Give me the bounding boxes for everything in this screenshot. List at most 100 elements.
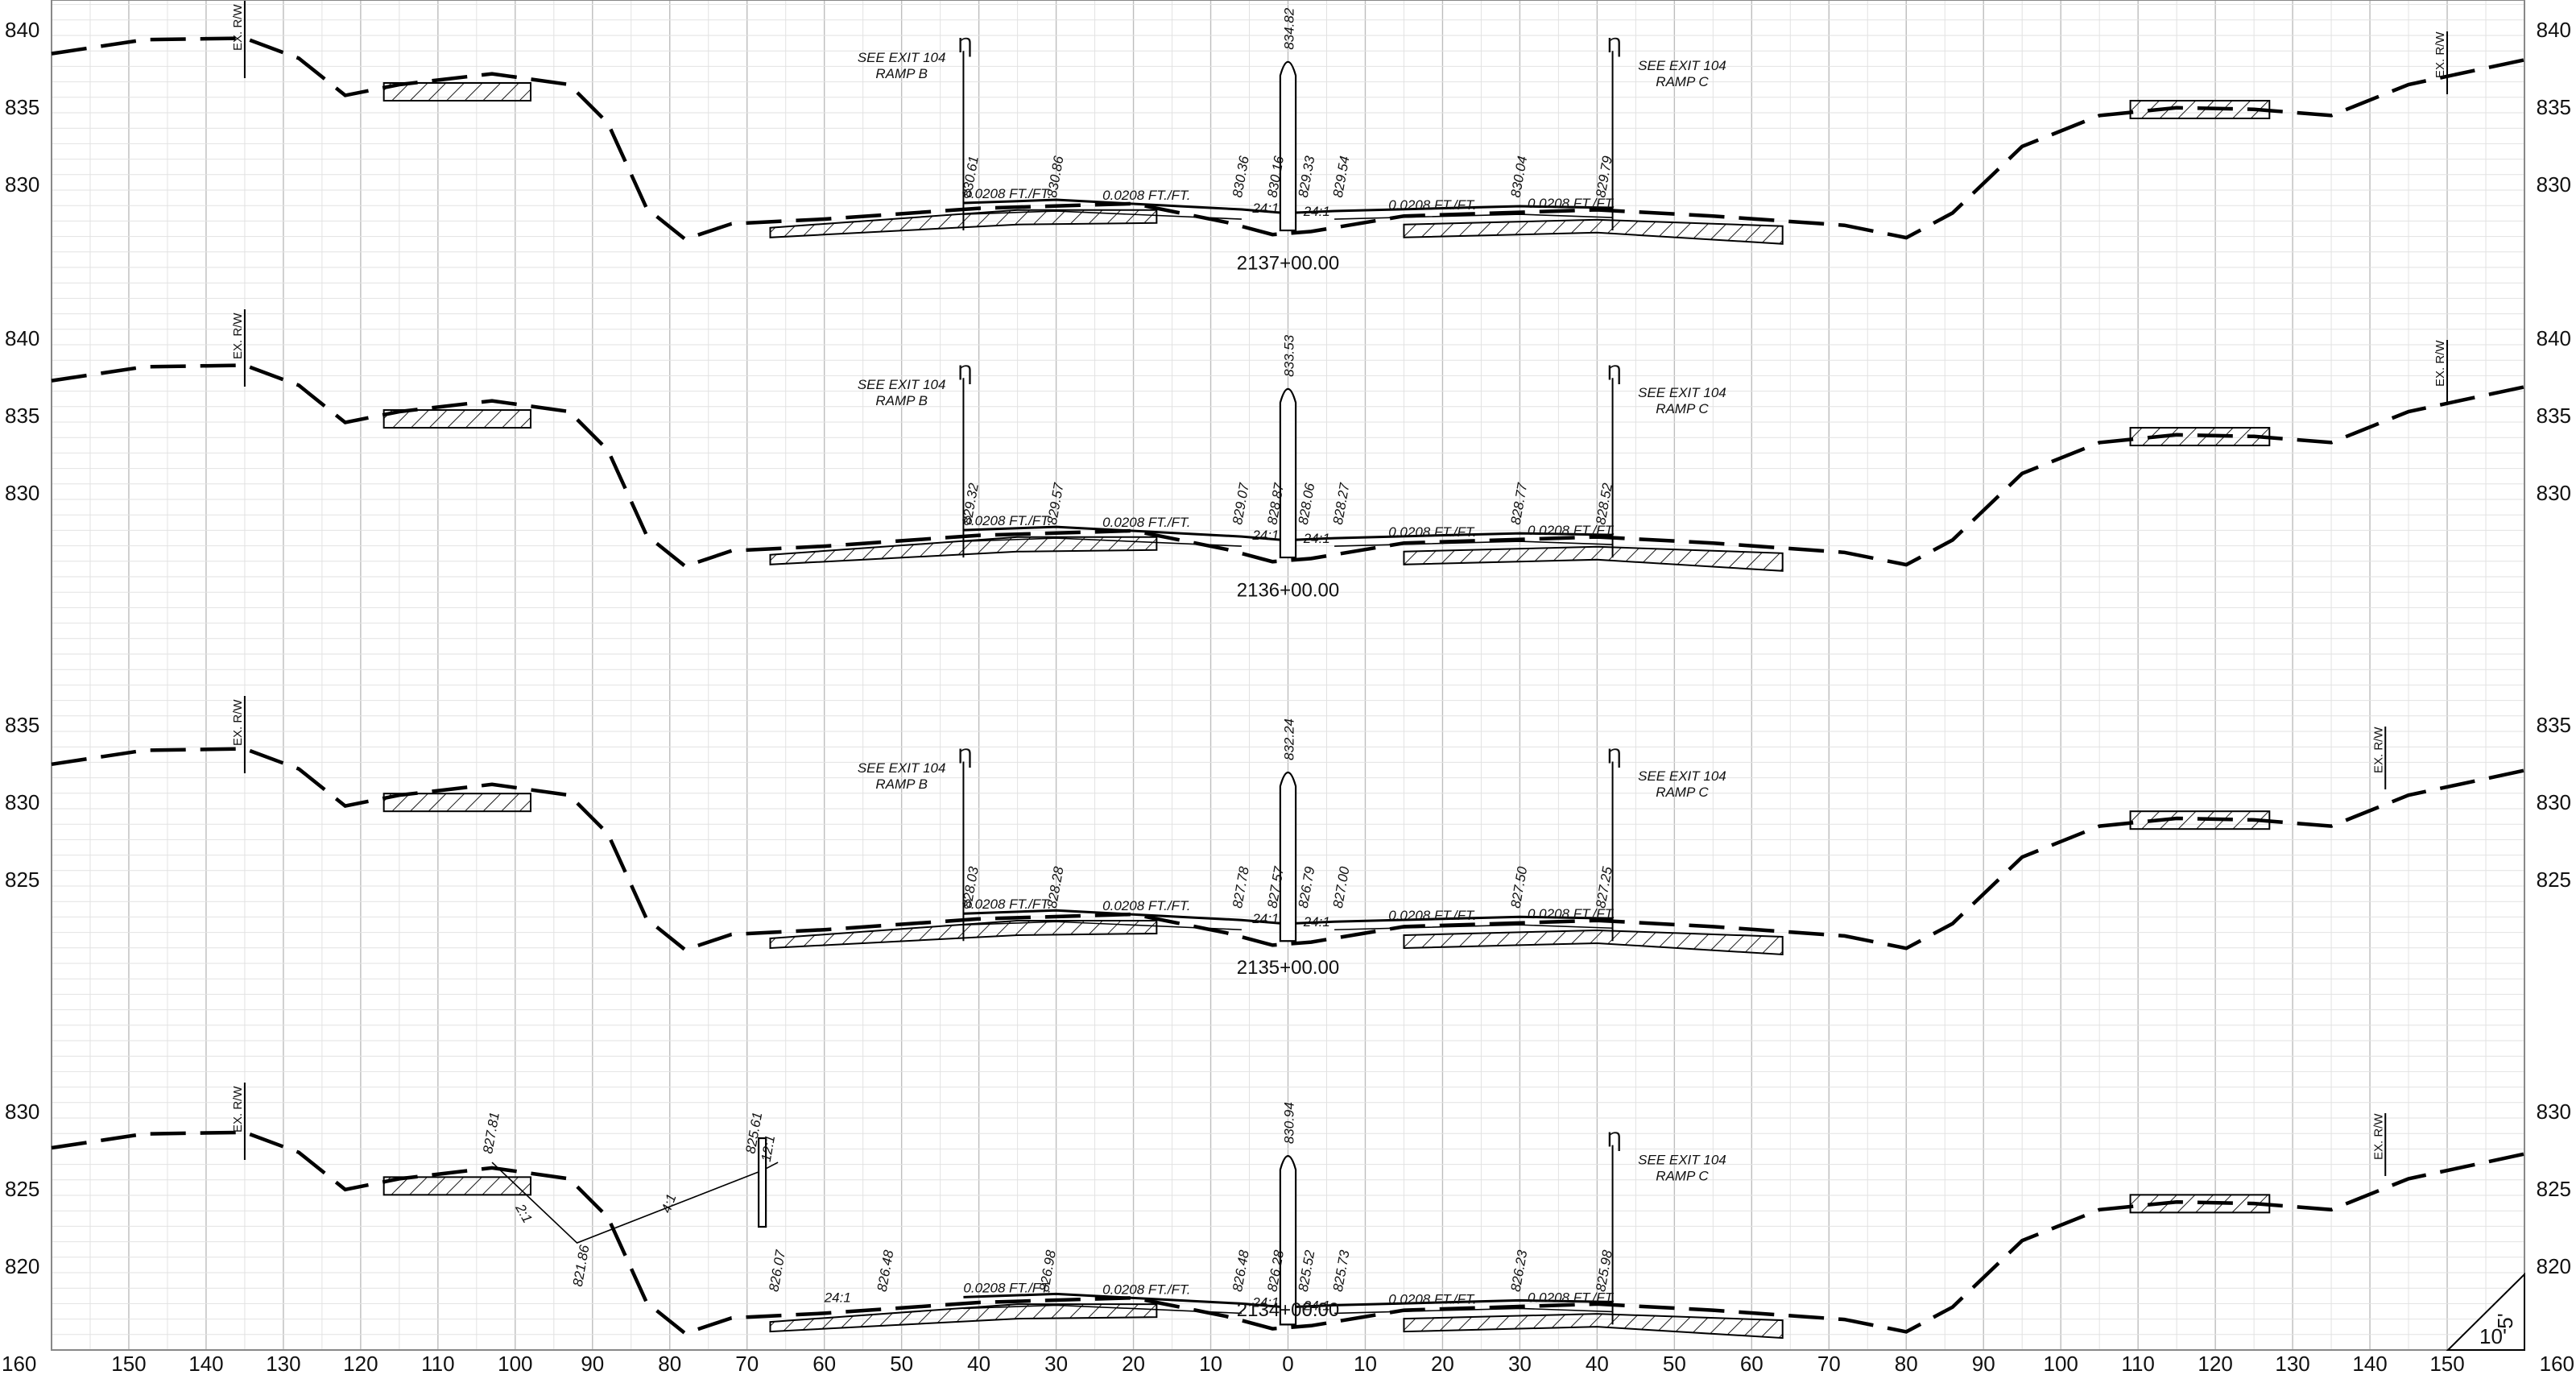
subgrade-right — [1334, 924, 1613, 931]
scale-vertical: 5' — [2493, 1313, 2517, 1328]
crown-elevation: 833.53 — [1282, 334, 1297, 377]
note-left-line2: RAMP B — [875, 393, 928, 408]
elevation-annotation: 830.36 — [1230, 155, 1252, 199]
roadway-right — [1296, 915, 1613, 925]
note-left-line2: RAMP B — [875, 776, 928, 792]
roadway-left — [963, 1292, 1281, 1308]
shoulder-slope-label: 24:1 — [1251, 911, 1279, 926]
scale-horizontal: 10' — [2479, 1324, 2507, 1348]
cross-slope-label: 0.0208 FT./FT. — [1528, 523, 1615, 538]
elevation-annotation: 826.79 — [1296, 865, 1318, 909]
shoulder-slope-label: 24:1 — [824, 1290, 851, 1305]
rw-label-right: EX. R/W — [2371, 1113, 2385, 1160]
x-tick-label: 140 — [188, 1352, 223, 1376]
x-tick-label: 110 — [421, 1352, 454, 1376]
x-tick-label: 90 — [581, 1352, 604, 1376]
rw-label-left: EX. R/W — [231, 699, 245, 746]
centerline-icon: Ƞ — [957, 743, 972, 768]
centerline-icon: Ƞ — [1607, 33, 1622, 57]
x-tick-label: 0 — [1282, 1352, 1293, 1376]
crown-elevation: 830.94 — [1282, 1102, 1297, 1144]
x-tick-label: 60 — [1740, 1352, 1764, 1376]
x-tick-label: 70 — [735, 1352, 759, 1376]
station-label: 2135+00.00 — [1237, 957, 1339, 979]
x-tick-label: 160 — [2540, 1352, 2574, 1376]
shoulder-slope-label: 24:1 — [1303, 204, 1330, 219]
cross-slope-label: 0.0208 FT./FT. — [1388, 197, 1476, 213]
elevation-annotation: 827.78 — [1230, 865, 1252, 909]
rw-label-left: EX. R/W — [231, 313, 245, 359]
rw-label-right: EX. R/W — [2433, 31, 2447, 78]
elevation-annotation: 826.07 — [766, 1249, 788, 1293]
ditch-bottom-elev: 821.86 — [570, 1244, 593, 1288]
elevation-label-left: 820 — [5, 1254, 39, 1278]
elevation-label-right: 840 — [2537, 18, 2571, 42]
cross-slope-label: 0.0208 FT./FT. — [963, 897, 1051, 912]
cross-slope-label: 0.0208 FT./FT. — [1528, 906, 1615, 921]
roadway-right — [1296, 1298, 1613, 1308]
elevation-annotation: 827.50 — [1508, 865, 1531, 909]
x-tick-label: 100 — [498, 1352, 532, 1376]
x-tick-label: 80 — [1895, 1352, 1918, 1376]
pavement-left — [769, 1303, 1158, 1333]
cross-slope-label: 0.0208 FT./FT. — [1102, 515, 1190, 530]
note-right-line2: RAMP C — [1656, 401, 1709, 416]
cross-slope-label: 0.0208 FT./FT. — [1388, 1291, 1476, 1307]
center-barrier — [1279, 1155, 1297, 1326]
elevation-label-left: 840 — [5, 18, 39, 42]
ditch-line — [491, 1162, 779, 1244]
elevation-annotation: 826.23 — [1508, 1249, 1531, 1293]
note-left-line1: SEE EXIT 104 — [858, 377, 946, 392]
cross-slope-label: 0.0208 FT./FT. — [1528, 196, 1615, 211]
x-tick-label: 100 — [2043, 1352, 2078, 1376]
ditch-top-elev: 827.81 — [480, 1111, 502, 1155]
note-left-line1: SEE EXIT 104 — [858, 760, 946, 776]
center-barrier — [1279, 771, 1297, 942]
elevation-label-right: 830 — [2537, 172, 2571, 197]
elevation-annotation: 829.33 — [1296, 155, 1318, 199]
elevation-annotation: 829.54 — [1330, 155, 1353, 199]
side-pavement-right — [2129, 100, 2271, 119]
elevation-annotation: 828.06 — [1296, 482, 1318, 526]
side-pavement-left — [382, 1176, 532, 1196]
x-tick-label: 60 — [812, 1352, 836, 1376]
elevation-label-right: 825 — [2537, 1177, 2571, 1201]
x-tick-label: 30 — [1508, 1352, 1532, 1376]
x-tick-label: 140 — [2352, 1352, 2387, 1376]
rw-label-left: EX. R/W — [231, 4, 245, 51]
x-tick-label: 50 — [890, 1352, 913, 1376]
x-tick-label: 70 — [1817, 1352, 1841, 1376]
subgrade-right — [1334, 540, 1613, 547]
elevation-label-right: 835 — [2537, 404, 2571, 428]
roadway-right — [1296, 205, 1613, 214]
subgrade-left — [963, 1304, 1242, 1315]
centerline-icon: Ƞ — [1607, 360, 1622, 384]
x-tick-label: 80 — [658, 1352, 681, 1376]
side-pavement-right — [2129, 1194, 2271, 1214]
x-tick-label: 130 — [2275, 1352, 2309, 1376]
x-tick-label: 40 — [1586, 1352, 1609, 1376]
x-tick-label: 50 — [1663, 1352, 1686, 1376]
crown-elevation: 832.24 — [1282, 718, 1297, 760]
cross-slope-label: 0.0208 FT./FT. — [1388, 524, 1476, 540]
x-tick-label: 110 — [2121, 1352, 2154, 1376]
x-tick-label: 160 — [2, 1352, 36, 1376]
pavement-right — [1403, 218, 1784, 245]
x-tick-label: 20 — [1431, 1352, 1454, 1376]
x-tick-label: 40 — [967, 1352, 990, 1376]
subgrade-left — [963, 537, 1242, 547]
x-tick-label: 10 — [1354, 1352, 1377, 1376]
subgrade-left — [963, 921, 1242, 931]
note-right-line1: SEE EXIT 104 — [1638, 58, 1726, 73]
cross-slope-label: 0.0208 FT./FT. — [1528, 1290, 1615, 1305]
pavement-right — [1403, 545, 1784, 572]
centerline-icon: Ƞ — [1607, 1128, 1622, 1152]
note-right-line2: RAMP C — [1656, 74, 1709, 89]
shoulder-slope-label: 24:1 — [1251, 1294, 1279, 1310]
cross-slope-label: 0.0208 FT./FT. — [1102, 188, 1190, 203]
elevation-label-left: 825 — [5, 1177, 39, 1201]
